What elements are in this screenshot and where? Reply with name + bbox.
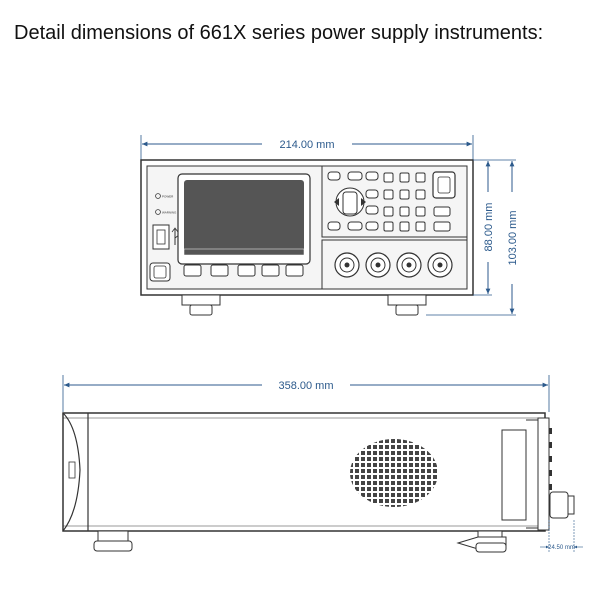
output-terminals bbox=[334, 252, 453, 278]
power-button bbox=[149, 262, 171, 282]
front-height-label: 88.00 mm bbox=[483, 203, 495, 252]
front-panel-controls-profile bbox=[549, 428, 552, 490]
function-keys bbox=[327, 171, 379, 231]
rear-handle bbox=[62, 412, 81, 532]
knob-profile bbox=[549, 491, 575, 519]
usb-port bbox=[152, 224, 170, 250]
side-chassis bbox=[62, 412, 546, 532]
rotary-knob bbox=[432, 171, 456, 199]
side-view: 358.00 mm bbox=[62, 375, 583, 553]
side-feet bbox=[93, 530, 507, 553]
soft-keys bbox=[183, 264, 304, 277]
side-length-label: 358.00 mm bbox=[278, 380, 333, 392]
front-height-dimension: 88.00 mm bbox=[473, 159, 495, 296]
front-total-height-dimension: 103.00 mm bbox=[426, 159, 519, 316]
display-screen bbox=[184, 180, 304, 255]
front-total-height-label: 103.00 mm bbox=[507, 210, 519, 265]
vent-grille bbox=[350, 439, 438, 507]
numeric-keypad bbox=[383, 172, 451, 232]
knob-depth-label: 24.50 mm bbox=[548, 545, 575, 551]
front-feet bbox=[181, 294, 427, 316]
power-indicator-label: POWER bbox=[162, 195, 174, 199]
warning-indicator: WARNING bbox=[155, 209, 177, 215]
knob-depth-dimension: 24.50 mm bbox=[540, 520, 583, 552]
page-title: Detail dimensions of 661X series power s… bbox=[14, 22, 544, 44]
warning-indicator-label: WARNING bbox=[162, 211, 177, 215]
front-width-dimension: 214.00 mm bbox=[140, 135, 474, 160]
front-view: 214.00 mm POWER WARNING bbox=[140, 135, 519, 316]
side-length-dimension: 358.00 mm bbox=[62, 375, 550, 412]
front-width-label: 214.00 mm bbox=[279, 139, 334, 151]
power-indicator: POWER bbox=[155, 193, 174, 199]
navigation-pad bbox=[334, 187, 366, 217]
